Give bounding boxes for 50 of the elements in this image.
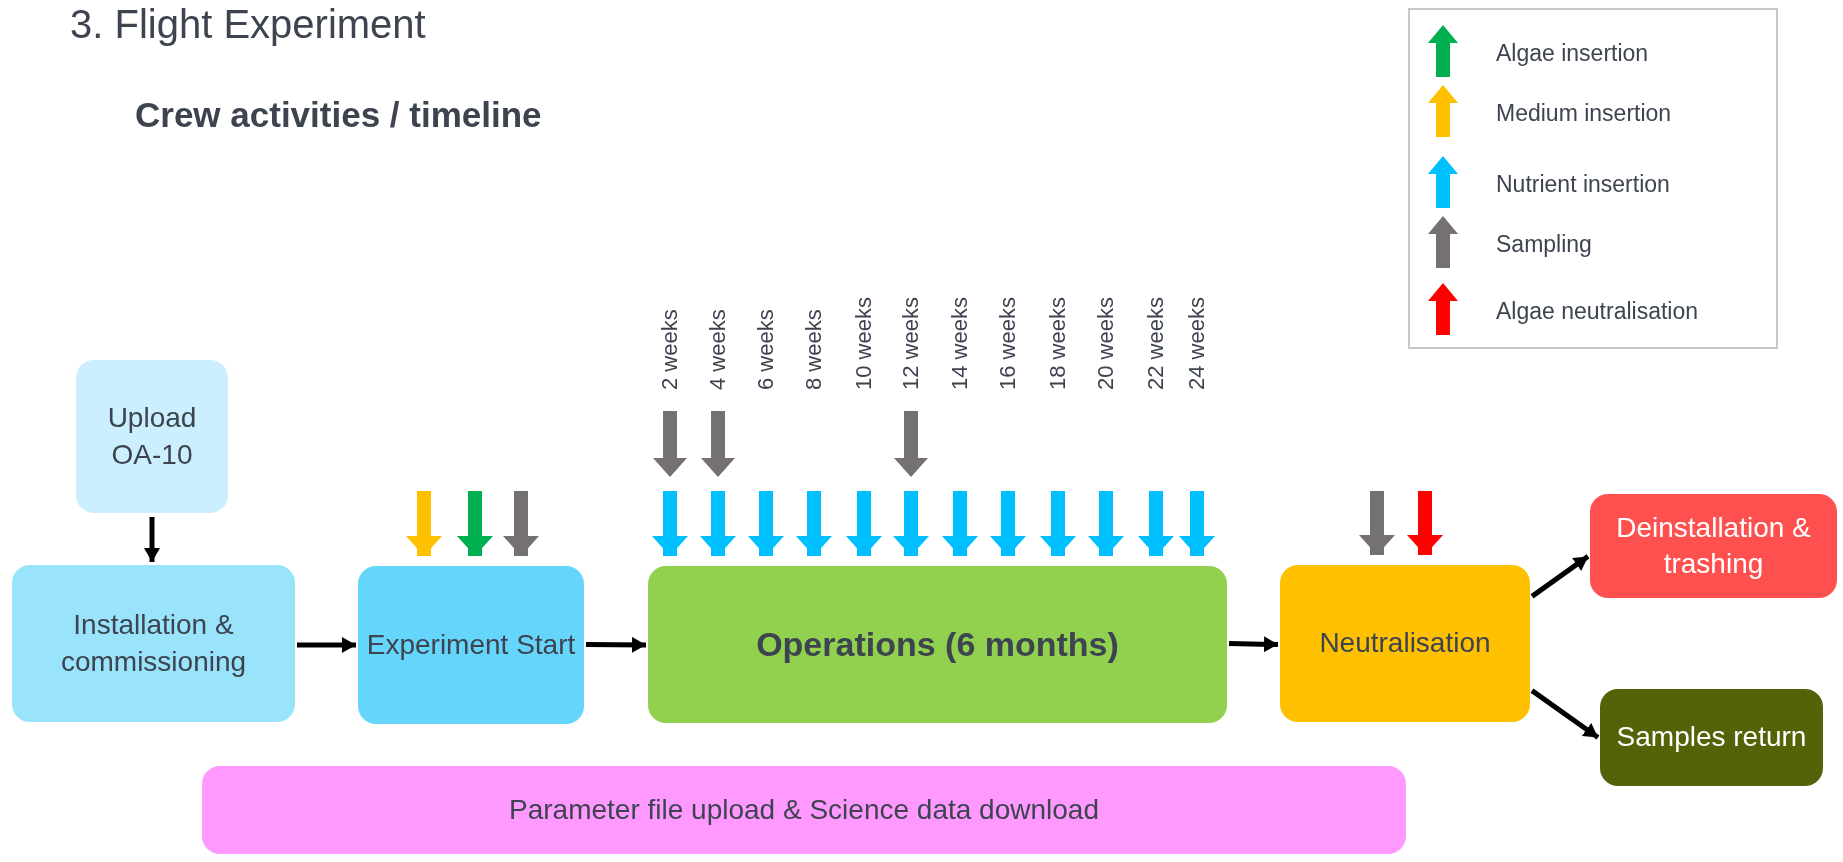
- block-arrow: [503, 491, 539, 556]
- block-arrow: [748, 491, 784, 556]
- process-box: Neutralisation: [1280, 565, 1530, 722]
- arrow: [297, 637, 356, 653]
- block-arrow: [457, 491, 493, 556]
- block-arrow: [1407, 491, 1443, 555]
- process-box: Deinstallation & trashing: [1590, 494, 1837, 598]
- legend-label: Nutrient insertion: [1496, 171, 1670, 198]
- process-box: Experiment Start: [358, 566, 584, 724]
- block-arrow: [893, 491, 929, 556]
- arrow: [586, 636, 646, 653]
- week-label: 14 weeks: [947, 297, 973, 390]
- block-arrow: [1138, 491, 1174, 556]
- block-arrow: [1088, 491, 1124, 556]
- arrow: [1530, 688, 1600, 740]
- legend-label: Algae neutralisation: [1496, 298, 1699, 325]
- section-heading: Crew activities / timeline: [135, 95, 542, 135]
- week-label: 16 weeks: [995, 297, 1021, 390]
- process-box: Operations (6 months): [648, 566, 1227, 723]
- process-box: Installation & commissioning: [12, 565, 295, 722]
- arrow: [144, 517, 160, 562]
- process-box: Samples return: [1600, 689, 1823, 786]
- week-label: 6 weeks: [753, 309, 779, 390]
- week-label: 22 weeks: [1143, 297, 1169, 390]
- block-arrow: [1179, 491, 1215, 556]
- block-arrow: [942, 491, 978, 556]
- block-arrow: [796, 491, 832, 556]
- slide-title: 3. Flight Experiment: [70, 2, 426, 47]
- legend-label: Sampling: [1496, 231, 1592, 258]
- arrow: [1228, 636, 1279, 653]
- week-label: 10 weeks: [851, 297, 877, 390]
- legend-label: Medium insertion: [1496, 100, 1672, 127]
- block-arrow: [1040, 491, 1076, 556]
- block-arrow: [652, 491, 688, 556]
- block-arrow: [846, 491, 882, 556]
- process-bar: Parameter file upload & Science data download: [202, 766, 1406, 854]
- week-label: 18 weeks: [1045, 297, 1071, 390]
- arrow: [1530, 554, 1590, 599]
- block-arrow: [990, 491, 1026, 556]
- block-arrow: [1359, 491, 1395, 555]
- process-box: Upload OA-10: [76, 360, 228, 513]
- legend-label: Algae insertion: [1496, 40, 1649, 67]
- week-label: 20 weeks: [1093, 297, 1119, 390]
- week-label: 24 weeks: [1184, 297, 1210, 390]
- block-arrow: [406, 491, 442, 556]
- week-label: 4 weeks: [705, 309, 731, 390]
- block-arrow: [700, 491, 736, 556]
- week-label: 2 weeks: [657, 309, 683, 390]
- week-label: 8 weeks: [801, 309, 827, 390]
- week-label: 12 weeks: [898, 297, 924, 390]
